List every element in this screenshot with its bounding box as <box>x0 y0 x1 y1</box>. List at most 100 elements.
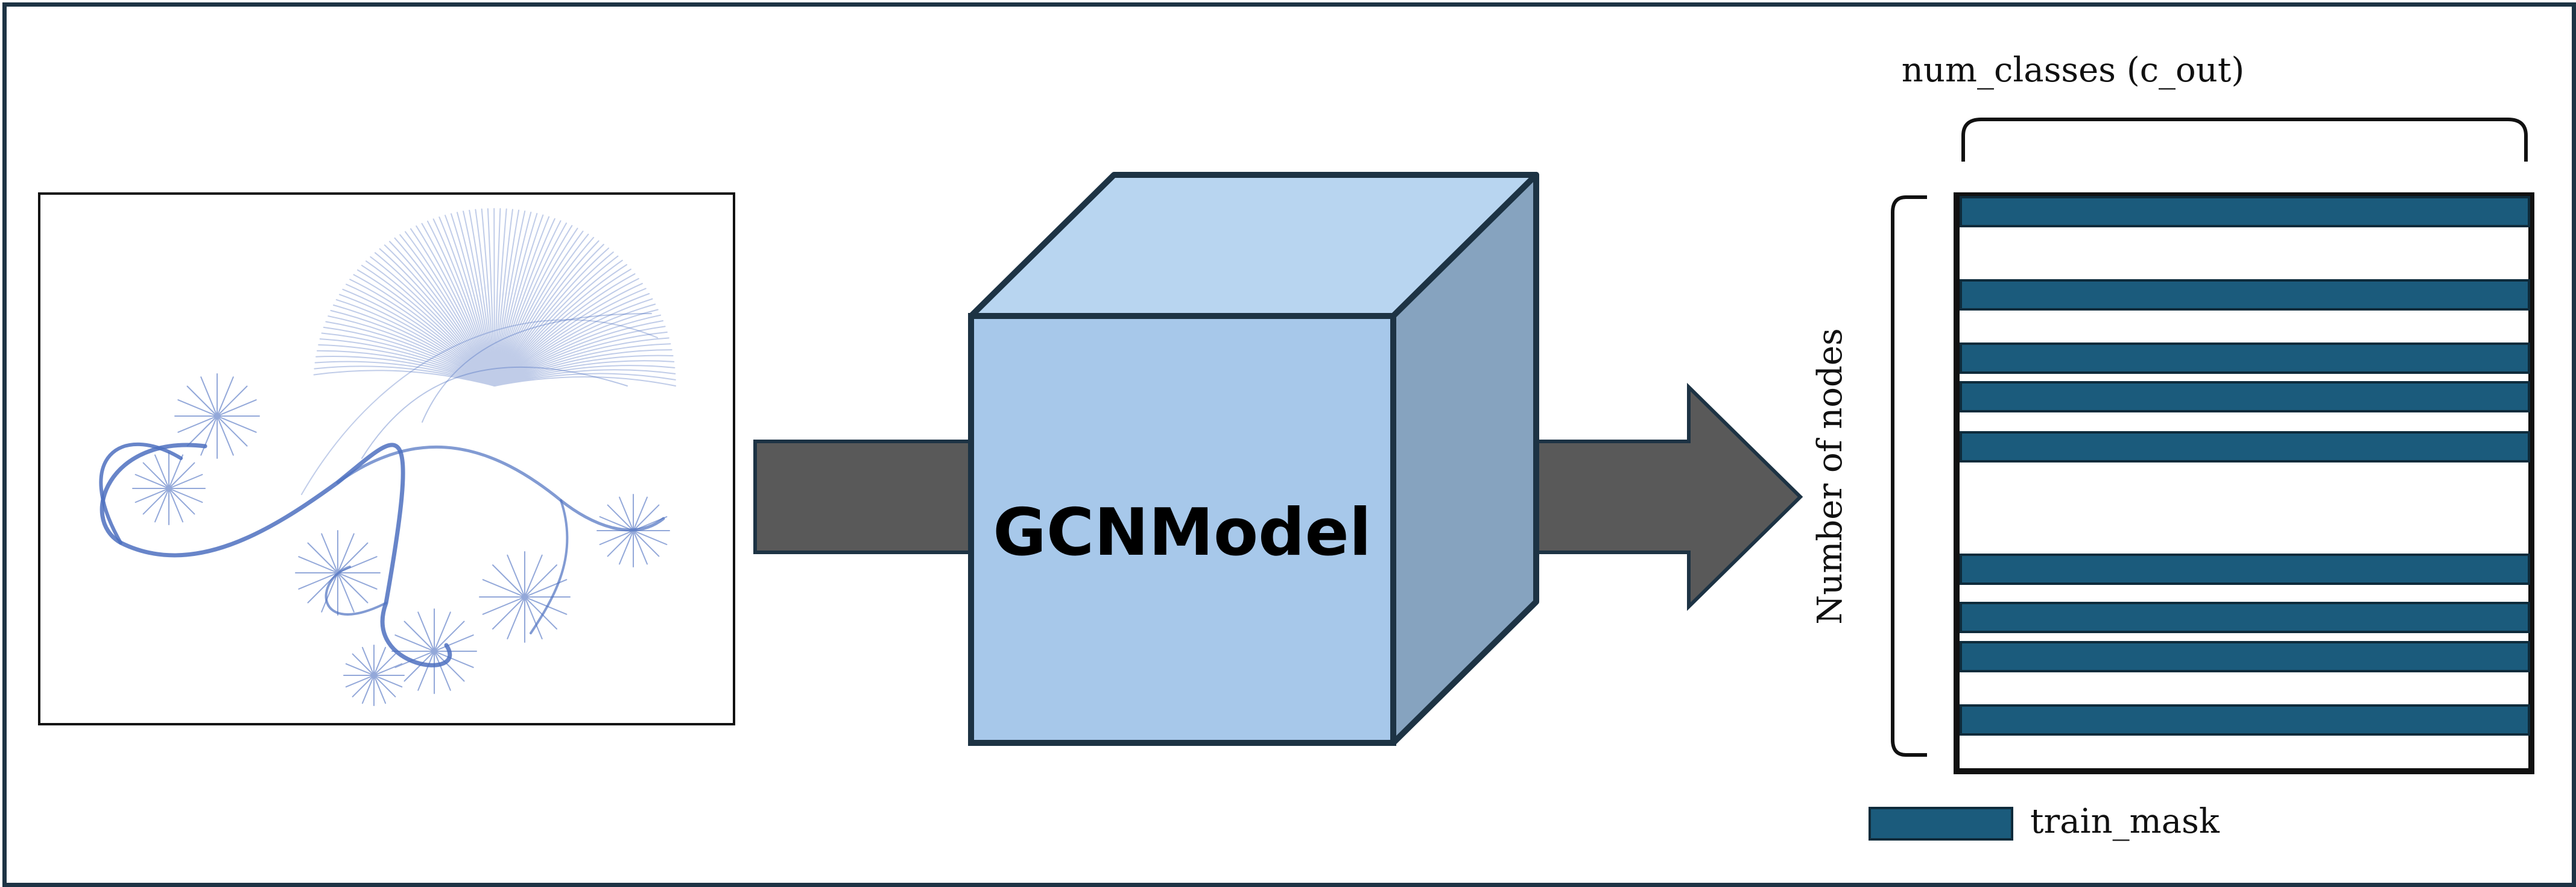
graph-edge <box>494 373 676 387</box>
graph-edge <box>352 675 375 698</box>
graph-edge <box>434 634 474 652</box>
graph-edge <box>494 259 623 387</box>
graph-edge <box>403 620 435 652</box>
graph-edge <box>463 210 495 387</box>
graph-edge <box>524 596 557 630</box>
graph-edge <box>168 454 183 489</box>
graph-edge <box>494 331 668 387</box>
graph-edge <box>434 620 465 652</box>
graph-edge <box>337 572 378 590</box>
graph-edge <box>168 488 195 515</box>
graph-edge <box>494 209 513 387</box>
columns-label: num_classes (c_out) <box>1902 51 2244 90</box>
mask-bar <box>1960 279 2530 311</box>
graph-edge <box>321 332 495 387</box>
graph-edge <box>494 223 567 387</box>
graph-edge <box>494 244 604 387</box>
graph-edge <box>494 293 650 387</box>
graph-edge <box>494 360 675 387</box>
graph-edge <box>373 653 396 676</box>
graph-edge <box>438 216 495 387</box>
graph-edge <box>168 488 183 523</box>
mask-bar <box>1960 342 2530 374</box>
graph-edge <box>323 326 495 387</box>
mask-bar <box>1960 196 2530 227</box>
graph-edge <box>494 208 501 387</box>
graph-edge <box>633 530 648 565</box>
graph-edge <box>494 218 555 387</box>
graph-edge <box>494 227 578 387</box>
graph-edge <box>507 554 525 598</box>
graph-edge <box>432 218 495 387</box>
graph-edge <box>346 283 495 387</box>
graph-edge <box>373 675 396 698</box>
graph-edge <box>494 268 631 387</box>
graph-frame <box>38 192 735 725</box>
graph-edge <box>134 474 169 489</box>
graph-edge <box>633 496 648 531</box>
graph-edge <box>494 303 656 387</box>
graph-edge <box>345 675 375 688</box>
graph-edge <box>298 556 338 573</box>
graph-edge <box>417 611 435 652</box>
graph-edge <box>361 265 495 387</box>
graph-edge <box>317 350 495 387</box>
graph-edge <box>494 209 520 387</box>
graph-edge <box>524 564 557 598</box>
graph-edge <box>200 415 218 456</box>
graph-edge <box>494 355 674 387</box>
rows-brace <box>1891 195 1927 757</box>
graph-edge <box>313 370 495 387</box>
graph-edge <box>434 611 451 652</box>
graph-edge <box>321 572 338 613</box>
graph-edge <box>494 264 627 387</box>
graph-edge <box>337 556 378 573</box>
graph-edge <box>335 299 495 387</box>
graph-edge <box>142 488 169 515</box>
graph-edge <box>599 530 634 545</box>
graph-edge <box>494 337 669 387</box>
graph-edge <box>524 596 543 640</box>
graph-edge <box>482 596 525 615</box>
graph-edge <box>379 248 495 387</box>
graph-edge <box>314 361 495 387</box>
graph-edge <box>373 675 403 688</box>
graph-edge <box>494 326 666 387</box>
graph-edge <box>186 385 218 417</box>
graph-edge <box>337 542 369 573</box>
graph-edge <box>394 634 435 652</box>
cube-front-face <box>968 313 1396 746</box>
graph-edge <box>494 225 573 387</box>
graph-edge <box>177 415 218 433</box>
graph-edge <box>494 240 600 387</box>
mask-bar <box>1960 602 2530 633</box>
legend-swatch <box>1869 807 2013 841</box>
graph-edge <box>370 256 495 387</box>
graph-edge <box>434 651 451 691</box>
graph-edge <box>361 675 375 704</box>
graph-edge <box>417 651 435 691</box>
mask-bar <box>1960 641 2530 672</box>
graph-edge <box>494 247 609 387</box>
graph-edge <box>494 369 676 387</box>
graph-edge <box>482 579 525 598</box>
graph-edge <box>217 415 257 433</box>
graph-edge <box>494 314 662 387</box>
graph-edge <box>330 310 495 387</box>
graph-edge <box>494 309 659 387</box>
graph-edge <box>434 651 465 682</box>
graph-edge <box>434 651 474 668</box>
graph-edge <box>298 572 338 590</box>
graph-edge <box>494 255 619 387</box>
graph-edge <box>325 321 495 387</box>
graph-edge <box>524 579 568 598</box>
graph-edge <box>507 596 525 640</box>
graph-edge <box>469 209 495 387</box>
graph-edge <box>475 209 495 387</box>
graph-edge <box>373 663 403 676</box>
graph-edge <box>494 251 614 387</box>
graph-edge <box>134 488 169 503</box>
graph-edge <box>373 646 387 676</box>
graph-edge <box>599 516 634 531</box>
